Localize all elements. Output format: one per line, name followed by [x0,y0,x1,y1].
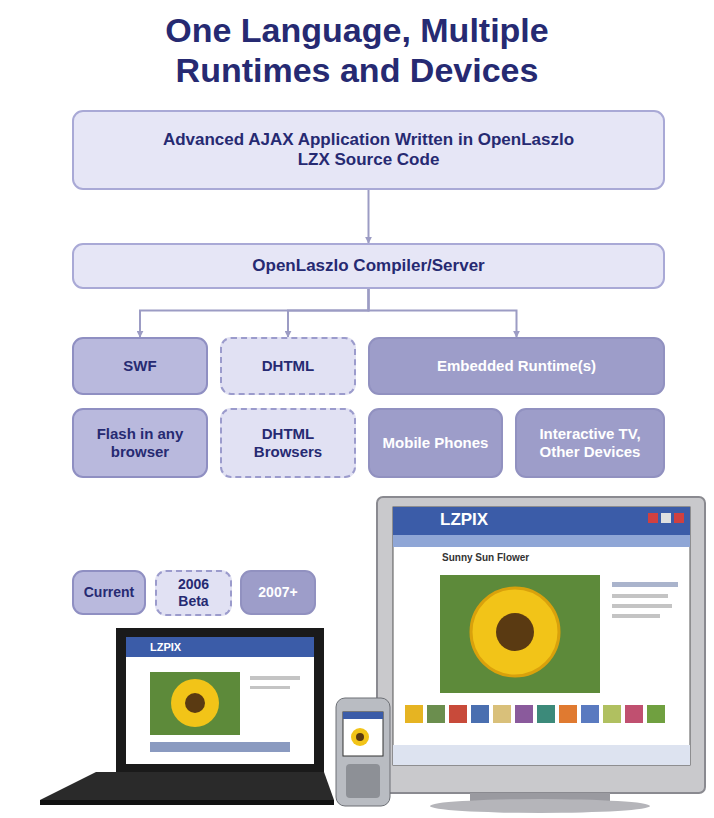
runtime-box: SWF [72,337,208,395]
sunflower-petals [171,679,219,727]
text-line [250,676,300,680]
photo [440,575,600,693]
screen-header [126,637,314,657]
sunflower-center [356,733,364,741]
laptop-base [40,772,334,800]
legend-swatch: 2007+ [240,570,316,615]
node-text: Embedded Runtime(s) [437,357,596,375]
screen-subheader [393,535,690,547]
screen-header [343,712,383,719]
legend-swatch: 2006 Beta [155,570,232,616]
tv-screen [393,507,690,765]
text-line [250,686,290,689]
phone-body [336,698,390,806]
phone-illustration [336,698,390,806]
screen-icon [661,513,671,523]
target-box: DHTML Browsers [220,408,356,478]
node-text: Flash in any browser [80,425,200,461]
diagram-title: One Language, Multiple Runtimes and Devi… [97,10,617,90]
runtime-box: DHTML [220,337,356,395]
screen-header [393,507,690,535]
laptop-screen [126,637,314,764]
flow-arrow [288,289,369,337]
text-line [612,594,668,598]
compiler-box: OpenLaszlo Compiler/Server [72,243,665,289]
flow-arrow [369,289,517,337]
node-text: DHTML [262,357,315,375]
thumbnail-strip [150,742,290,752]
photo [150,672,240,735]
sunflower-petals [471,588,559,676]
node-text: Advanced AJAX Application Written in Ope… [159,130,579,171]
node-text: DHTML Browsers [228,425,348,461]
sunflower-center [185,693,205,713]
sunflower-petals [351,728,369,746]
tv-frame [377,497,705,793]
target-box: Interactive TV, Other Devices [515,408,665,478]
thumbnail-strip [405,705,665,723]
node-text: OpenLaszlo Compiler/Server [252,256,484,276]
phone-keypad [346,764,380,798]
text-line [612,604,672,608]
legend-text: 2006 Beta [164,576,224,610]
legend-text: 2007+ [258,584,297,601]
screen-text: LZPIX [150,641,181,653]
laptop-illustration [40,628,334,805]
laptop-edge [40,800,334,805]
legend-text: Current [84,584,135,601]
text-line [612,582,678,587]
target-box: Flash in any browser [72,408,208,478]
screen-icon [674,513,684,523]
screen-text: LZPIX [440,511,488,530]
phone-screen [343,712,383,756]
node-text: Interactive TV, Other Devices [523,425,657,461]
tv-stand [430,799,650,813]
text-line [612,614,660,618]
target-box: Mobile Phones [368,408,503,478]
tv-illustration [377,497,705,813]
screen-text: Sunny Sun Flower [442,552,529,563]
laptop-lid [116,628,324,772]
source-box: Advanced AJAX Application Written in Ope… [72,110,665,190]
node-text: SWF [123,357,156,375]
screen-icon [648,513,658,523]
node-text: Mobile Phones [383,434,489,452]
legend-swatch: Current [72,570,146,615]
sunflower-center [496,613,534,651]
screen-footer [393,745,690,765]
flow-arrow [140,289,369,337]
flow-arrow [368,190,370,243]
runtime-box: Embedded Runtime(s) [368,337,665,395]
